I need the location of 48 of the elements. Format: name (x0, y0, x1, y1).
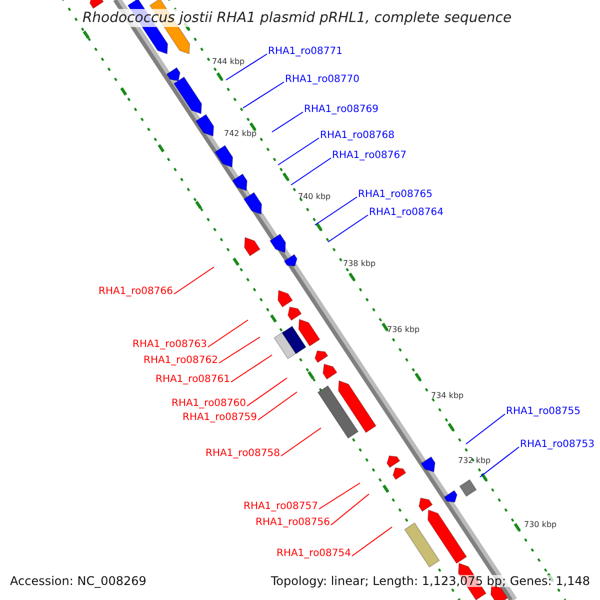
leader-line (246, 378, 288, 406)
leader-line (258, 392, 298, 420)
gene-label: RHA1_ro08767 (332, 151, 406, 161)
leader-line (278, 138, 320, 166)
scale-label: 730 kbp (524, 521, 557, 529)
leader-line (242, 82, 284, 108)
gene-label: RHA1_ro08756 (256, 518, 330, 528)
gene-label: RHA1_ro08770 (285, 75, 360, 85)
leader-line (272, 112, 304, 132)
gene-label: RHA1_ro08762 (144, 356, 218, 366)
scale-label: 732 kbp (458, 457, 491, 465)
gene-label: RHA1_ro08760 (172, 399, 246, 409)
leader-line (480, 446, 520, 478)
gene-label: RHA1_ro08755 (506, 407, 580, 417)
gene-label: RHA1_ro08753 (520, 440, 594, 450)
gene-label: RHA1_ro08754 (276, 549, 351, 559)
gene-label: RHA1_ro08759 (182, 413, 257, 423)
gene-label: RHA1_ro08757 (244, 502, 318, 512)
leader-line (226, 54, 268, 80)
accession-text: Accession: NC_008269 (10, 575, 146, 587)
scale-label: 738 kbp (343, 260, 376, 268)
leader-line (318, 482, 360, 510)
leader-line (352, 526, 392, 556)
scale-label: 742 kbp (224, 130, 257, 138)
leader-line (328, 214, 368, 242)
topology-text: Topology: linear; Length: 1,123,075 bp; Genes: 1,148 (270, 575, 590, 587)
gene-label: RHA1_ro08768 (320, 131, 394, 141)
gene-label: RHA1_ro08758 (206, 449, 280, 459)
gene-label: RHA1_ro08769 (304, 105, 378, 115)
scale-label: 734 kbp (431, 392, 464, 400)
scale-label: 744 kbp (212, 58, 245, 66)
leader-line (290, 158, 332, 186)
scale-label: 736 kbp (387, 326, 420, 334)
leader-line (330, 494, 370, 526)
leader-line (218, 336, 260, 364)
gene-label: RHA1_ro08771 (268, 47, 342, 57)
gene-label: RHA1_ro08765 (358, 190, 432, 200)
gene-label: RHA1_ro08764 (369, 208, 444, 218)
leader-line (466, 414, 506, 444)
leader-line (230, 354, 272, 382)
leader-line (314, 196, 358, 226)
gene-label: RHA1_ro08763 (132, 340, 207, 350)
leader-line (280, 428, 322, 456)
leader-line (174, 266, 214, 294)
gene-label: RHA1_ro08761 (156, 375, 230, 385)
scale-label: 740 kbp (298, 193, 331, 201)
gene-label: RHA1_ro08766 (98, 287, 173, 297)
leader-line (208, 320, 248, 348)
